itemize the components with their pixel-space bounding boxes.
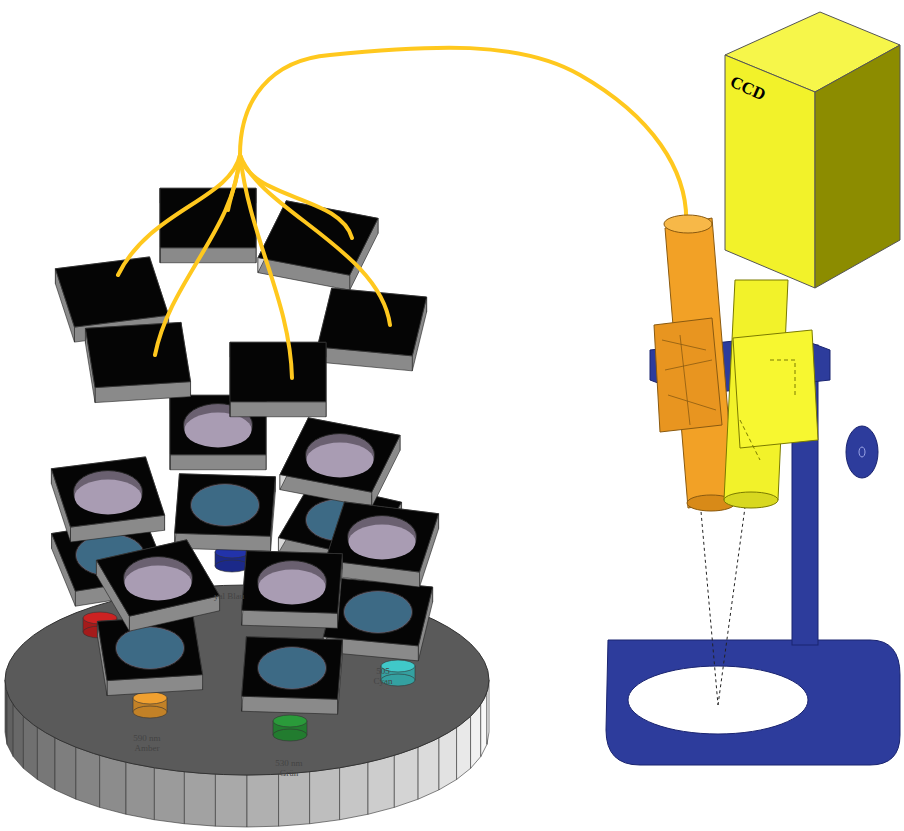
cover-plate: [230, 342, 326, 417]
disk-side: [184, 772, 215, 826]
camera-front: [725, 55, 815, 288]
plate-top: [55, 257, 168, 327]
lens-plate: [280, 418, 400, 507]
lens-plate: [325, 502, 438, 587]
wavelength-label: 590 nm Amber: [126, 733, 168, 753]
lens-rim: [257, 561, 326, 604]
cover-plate: [317, 288, 426, 371]
lens: [116, 628, 183, 669]
camera-side: [815, 45, 900, 288]
filter-plate: [242, 637, 343, 714]
cover-plate: [85, 322, 190, 402]
led-body: [215, 560, 249, 572]
focus-knob: [846, 426, 878, 478]
optical-fiber: [240, 155, 352, 238]
plate-top: [175, 474, 276, 536]
camera-label: CCD: [727, 72, 799, 119]
plate-side: [160, 248, 256, 263]
disk-side: [55, 738, 76, 799]
lens-rim: [347, 516, 416, 559]
optical-fiber: [155, 155, 240, 355]
lens-plate: [96, 540, 219, 631]
disk-side: [340, 762, 368, 819]
disk-side: [154, 768, 184, 824]
disk-side: [76, 747, 100, 807]
disk-side: [247, 774, 279, 827]
lens-rim: [73, 471, 142, 514]
lens-rim: [257, 647, 326, 690]
filter-plate: [97, 615, 202, 695]
beam-line: [700, 500, 718, 705]
plate-top: [85, 322, 190, 387]
filter-plate: [175, 474, 276, 551]
lens: [348, 525, 415, 560]
lens-rim: [123, 557, 192, 600]
wavelength-label: 505 Cyan: [368, 666, 398, 686]
disk-side: [126, 762, 154, 819]
plate-top: [317, 288, 426, 356]
lens-plate: [51, 457, 164, 542]
lens: [306, 443, 373, 478]
housing-detail: [662, 335, 716, 425]
disk-side: [394, 747, 418, 807]
lens-rim: [305, 434, 374, 477]
plate-top: [230, 342, 326, 402]
disk-side: [100, 755, 126, 814]
led-body: [133, 706, 167, 718]
disk-side: [368, 755, 394, 814]
lens-plate: [242, 551, 343, 628]
disk-side: [418, 738, 439, 799]
plate-top: [280, 418, 400, 492]
camera-label-box: CCD: [735, 72, 805, 112]
disk-side: [310, 768, 340, 824]
lens-rim: [343, 591, 412, 634]
led-top: [273, 715, 307, 727]
cover-plate: [258, 201, 378, 290]
beam-line: [718, 500, 746, 705]
cover-plate: [160, 188, 256, 263]
optical-fiber: [228, 155, 240, 210]
disk-side: [215, 774, 247, 827]
lens-rim: [115, 627, 184, 670]
lens: [191, 485, 258, 526]
plate-top: [96, 540, 219, 616]
optical-fiber: [240, 48, 686, 228]
lens: [124, 566, 191, 601]
plate-top: [258, 201, 378, 275]
stand-base: [606, 640, 900, 765]
illumination-tube-end: [664, 215, 712, 233]
plate-top: [242, 551, 343, 613]
lens: [184, 413, 251, 448]
optical-fiber: [240, 155, 390, 325]
wavelength-label: yal Blau: [214, 591, 274, 601]
illumination-housing: [654, 318, 722, 432]
imaging-detail: [740, 360, 795, 460]
imaging-tube-bottom: [724, 492, 778, 508]
led-body: [273, 729, 307, 741]
wavelength-label: 530 nm Grün: [268, 758, 310, 778]
plate-top: [242, 637, 343, 699]
lens: [344, 592, 411, 633]
lens-rim: [190, 484, 259, 527]
lens: [258, 648, 325, 689]
plate-top: [51, 457, 164, 527]
plate-side: [230, 402, 326, 417]
lens: [74, 480, 141, 515]
lens: [258, 570, 325, 605]
plate-side: [170, 455, 266, 470]
disk-side: [279, 772, 310, 826]
imaging-body: [733, 330, 818, 448]
focus-knob-axis: [859, 447, 865, 457]
